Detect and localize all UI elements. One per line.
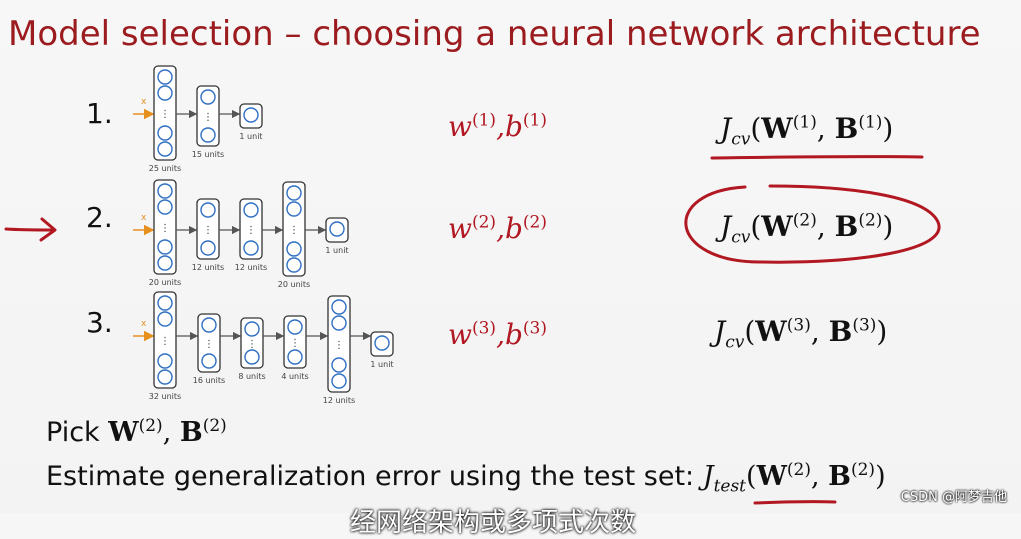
ellipsis-icon: ⋮	[290, 338, 300, 349]
pick-line: Pick W(2), B(2)	[46, 416, 227, 448]
layer-label: 12 units	[235, 263, 267, 272]
neuron	[200, 89, 216, 105]
layer-label: 8 units	[238, 372, 265, 381]
ellipsis-icon: ⋮	[247, 339, 257, 350]
neuron	[200, 202, 216, 218]
neuron	[201, 317, 217, 333]
neuron	[157, 183, 173, 199]
neuron	[200, 240, 216, 256]
layer-label: 16 units	[193, 376, 225, 385]
slide-title: Model selection – choosing a neural netw…	[8, 14, 981, 54]
neuron	[286, 257, 302, 273]
ellipsis-icon: ⋮	[204, 339, 214, 350]
row-3-number: 3.	[86, 306, 113, 339]
params-1: w(1),b(1)	[448, 110, 547, 143]
cost-2-ellipse	[684, 184, 941, 264]
params-3: w(3),b(3)	[448, 318, 547, 351]
ellipsis-icon: ⋮	[160, 223, 170, 234]
cost-cv-1: Jcv(W(1), B(1))	[720, 112, 894, 150]
jtest-underline	[753, 500, 837, 505]
ellipsis-icon: ⋮	[160, 336, 170, 347]
cost-cv-2: Jcv(W(2), B(2))	[720, 210, 894, 248]
layer-label: 1 unit	[370, 360, 393, 369]
input-x-label: x	[141, 319, 147, 329]
layer-label: 12 units	[323, 396, 355, 405]
neuron	[331, 299, 347, 315]
neuron	[243, 107, 259, 123]
row-2-number: 2.	[86, 201, 113, 234]
neuron	[329, 221, 345, 237]
selection-arrow-icon	[4, 217, 57, 242]
neuron	[157, 369, 173, 385]
neuron	[157, 353, 173, 369]
network-3: x ⋮ 32 units ⋮ 16 units ⋮ 8 units ⋮ 4 units ⋮ 12 u…	[133, 291, 394, 405]
neuron	[374, 335, 390, 351]
layer-label: 25 units	[149, 164, 181, 173]
layer-label: 15 units	[192, 150, 224, 159]
neuron	[157, 141, 173, 157]
row-1-number: 1.	[86, 97, 113, 130]
neuron	[287, 319, 303, 335]
params-2: w(2),b(2)	[448, 212, 547, 245]
cost-cv-3: Jcv(W(3), B(3))	[714, 315, 888, 353]
neuron	[157, 199, 173, 215]
layer-label: 20 units	[278, 280, 310, 289]
network-2: x ⋮ 20 units ⋮ 12 units ⋮ 12 units ⋮ 20 units 1 u…	[133, 179, 349, 289]
neuron	[157, 125, 173, 141]
neuron	[157, 255, 173, 271]
ellipsis-icon: ⋮	[246, 225, 256, 236]
network-diagrams: x ⋮ 25 units ⋮ 15 units 1 unit x ⋮ 20 units ⋮ 12 …	[4, 65, 941, 505]
input-x-label: x	[141, 97, 147, 107]
neuron	[157, 239, 173, 255]
ellipsis-icon: ⋮	[334, 340, 344, 351]
ellipsis-icon: ⋮	[203, 112, 213, 123]
neuron	[244, 349, 260, 365]
layer-label: 20 units	[149, 278, 181, 287]
neuron	[331, 315, 347, 331]
neuron	[286, 185, 302, 201]
layer-label: 1 unit	[239, 132, 262, 141]
neuron	[200, 127, 216, 143]
neuron	[243, 202, 259, 218]
neuron	[157, 85, 173, 101]
neuron	[286, 201, 302, 217]
layer-label: 1 unit	[325, 246, 348, 255]
neuron	[287, 349, 303, 365]
layer-label: 32 units	[149, 392, 181, 401]
video-caption: 经网络架构或多项式次数	[350, 508, 637, 538]
network-1: x ⋮ 25 units ⋮ 15 units 1 unit	[133, 65, 263, 173]
layer-label: 4 units	[281, 372, 308, 381]
ellipsis-icon: ⋮	[289, 225, 299, 236]
neuron	[157, 69, 173, 85]
neuron	[244, 321, 260, 337]
cost-1-underline	[710, 155, 924, 160]
layer-label: 12 units	[192, 263, 224, 272]
estimate-line: Estimate generalization error using the …	[46, 460, 886, 497]
neuron	[331, 357, 347, 373]
neuron	[243, 240, 259, 256]
ellipsis-icon: ⋮	[203, 225, 213, 236]
neuron	[331, 373, 347, 389]
neuron	[286, 241, 302, 257]
neuron	[157, 311, 173, 327]
neuron	[157, 295, 173, 311]
neuron	[201, 353, 217, 369]
input-x-label: x	[141, 213, 147, 223]
ellipsis-icon: ⋮	[160, 109, 170, 120]
watermark: CSDN @阿梦吉他	[900, 490, 1007, 505]
